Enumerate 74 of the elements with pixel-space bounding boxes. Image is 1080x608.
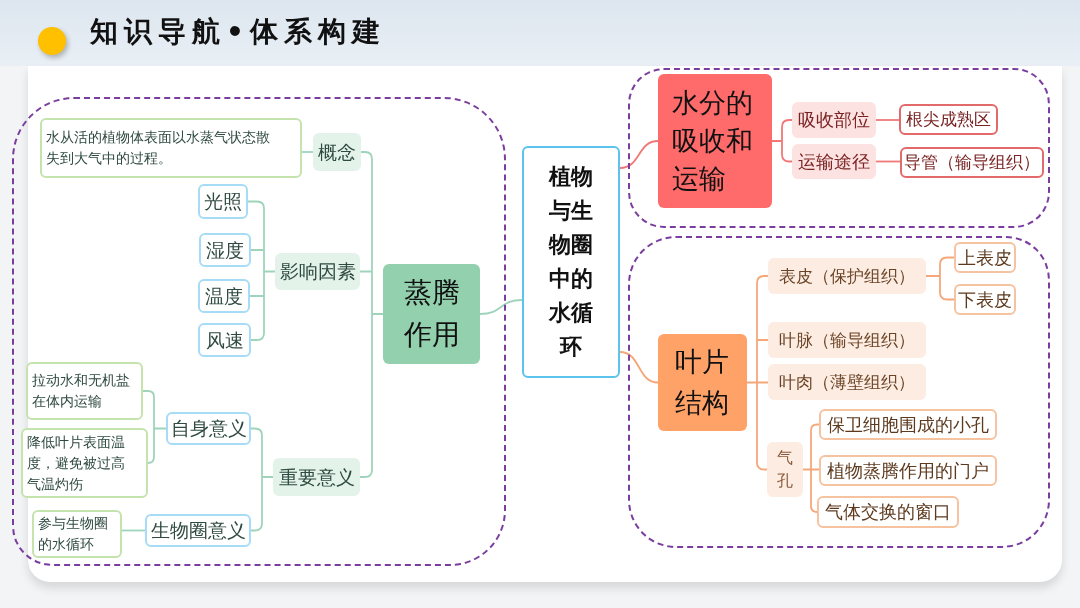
topic-text: 风速 [205,327,244,353]
topic-text: 温度 [205,283,243,309]
page-title: 知识导航•体系构建 [90,14,386,50]
topic-text: 生物圈意义 [150,518,246,543]
topic-box [198,323,251,357]
subtopic-box [313,133,361,171]
topic-text: 叶脉（输导组织） [779,328,915,352]
subtopic-box [792,144,876,179]
topic-text: 气孔 [776,447,794,492]
topic-text: 湿度 [206,237,244,263]
main-topic-box [658,334,747,431]
topic-text: 保卫细胞围成的小孔 [827,412,989,437]
subtopic-box [767,442,803,497]
dashed-group-frame [628,236,1050,548]
connector-line [746,275,769,471]
connector-line [479,299,523,315]
topic-text: 蒸腾作用 [402,275,461,353]
note-box [21,428,148,498]
connector-line [142,390,167,464]
main-topic-box [658,74,772,208]
topic-text: 拉动水和无机盐在体内运输 [32,371,131,411]
topic-text: 上表皮 [958,245,1012,270]
topic-text: 下表皮 [958,287,1012,312]
connector-line [925,256,955,301]
connector-line [619,351,659,384]
connector-line [802,423,820,513]
central-topic-box [522,146,620,378]
topic-box [819,455,997,486]
topic-text: 运输途径 [798,149,870,174]
topic-text: 影响因素 [279,259,356,284]
connector-line [121,529,146,532]
topic-text: 重要意义 [278,464,355,490]
subtopic-box [792,102,876,138]
topic-text: 叶片结构 [674,345,731,420]
topic-text: 参与生物圈的水循环 [38,514,109,554]
topic-box [899,104,998,135]
topic-box [198,279,250,313]
topic-box [817,496,959,528]
topic-box [199,233,251,267]
connector-line [771,119,793,163]
note-box [40,118,302,178]
subtopic-box [768,364,926,400]
topic-box [819,409,997,440]
topic-text: 叶肉（薄壁组织） [779,370,915,394]
topic-text: 降低叶片表面温度，避免被过高气温灼伤 [27,432,126,494]
dashed-group-frame [12,97,506,566]
main-topic-box [383,264,480,364]
note-box [26,362,143,420]
subtopic-box [768,322,926,358]
topic-text: 水分的吸收和运输 [672,85,754,197]
connector-line [250,427,274,532]
subtopic-box [273,458,360,496]
connector-line [301,151,314,153]
topic-text: 水从活的植物体表面以水蒸气状态散失到大气中的过程。 [46,128,271,168]
topic-text: 表皮（保护组织） [779,264,915,288]
topic-text: 植物与生物圈中的水循环 [547,162,594,362]
connector-line [875,160,901,163]
note-box [32,510,122,558]
subtopic-box [275,253,360,290]
topic-text: 自身意义 [170,416,247,441]
connector-line [359,151,384,478]
topic-text: 光照 [204,189,242,214]
topic-text: 吸收部位 [798,108,870,132]
topic-text: 气体交换的窗口 [825,500,951,524]
dashed-group-frame [628,68,1050,228]
connector-line [247,200,276,341]
topic-text: 导管（输导组织） [904,151,1040,174]
topic-text: 概念 [318,139,356,165]
subtopic-box [768,258,926,294]
topic-text: 根尖成熟区 [906,108,991,131]
topic-box [198,184,248,219]
connector-line [875,119,900,121]
topic-text: 植物蒸腾作用的门户 [827,458,989,483]
connector-line [619,140,659,169]
